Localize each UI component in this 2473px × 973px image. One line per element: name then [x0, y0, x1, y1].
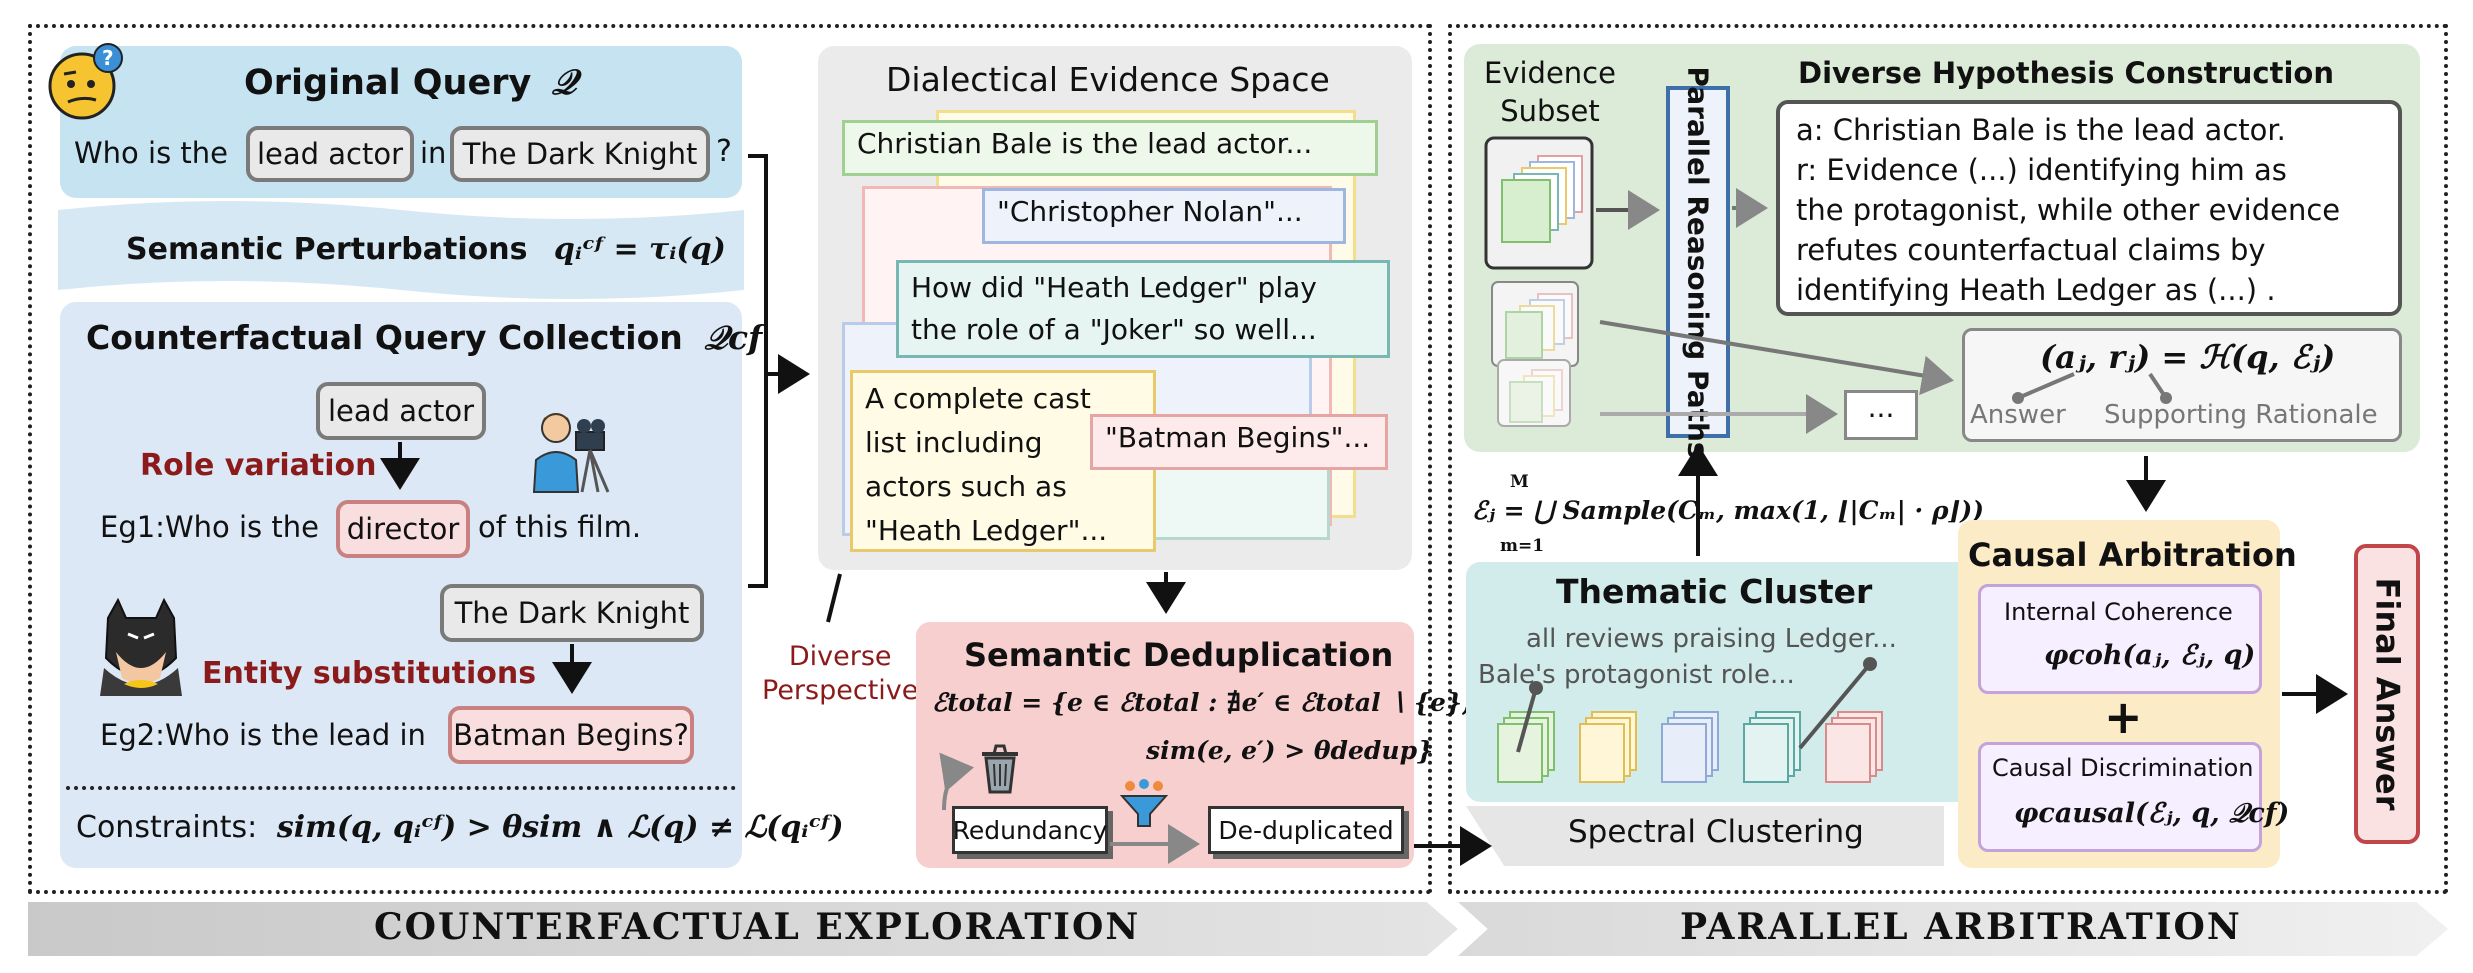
internal-coherence-box: [1978, 584, 2262, 694]
sample-formula-bottom: m=1: [1500, 536, 1545, 556]
hypothesis-formula: (aⱼ, rⱼ) = ℋ(q, ℰⱼ): [2040, 338, 2336, 376]
dedup-formula-line2: sim(e, e′) > θdedup}: [1146, 736, 1434, 765]
causal-discrimination-box: [1978, 742, 2262, 852]
eg2-prefix: Eg2:Who is the lead in: [100, 718, 426, 752]
internal-coherence-formula: φcoh(aⱼ, ℰⱼ, q): [2044, 640, 2256, 671]
card-line: "Heath Ledger"...: [865, 514, 1108, 547]
eg1-suffix: of this film.: [478, 510, 642, 544]
trash-icon: [974, 740, 1026, 796]
hypo-line: refutes counterfactual claims by: [1796, 233, 2266, 267]
banner-right-label: PARALLEL ARBITRATION: [1680, 906, 2242, 948]
causal-discrimination-formula: φcausal(ℰⱼ, q, 𝒬cf): [2014, 798, 2290, 829]
query-tag-dark-knight: The Dark Knight: [450, 126, 710, 182]
perturbation-label: Semantic Perturbations qᵢᶜᶠ = τᵢ(q): [126, 232, 726, 267]
banner-right: [1458, 902, 2448, 956]
final-answer-label-wrap: Final Answer: [2354, 544, 2420, 844]
causal-arbitration-title: Causal Arbitration: [1968, 536, 2297, 574]
perturbation-band: [58, 198, 744, 302]
diverse-perspective-label: Diverse Perspective: [762, 640, 918, 708]
hypothesis-title: Diverse Hypothesis Construction: [1798, 56, 2334, 90]
eg1-tag-director: director: [336, 500, 470, 558]
constraints-divider: [66, 786, 736, 790]
role-variation-label: Role variation: [140, 448, 377, 483]
card-line: A complete cast: [865, 382, 1091, 415]
collection-tag-dark-knight: The Dark Knight: [440, 584, 704, 642]
card-line: How did "Heath Ledger" play: [911, 271, 1317, 304]
deduplicated-chip: De-duplicated: [1208, 806, 1404, 854]
answer-label: Answer: [1970, 400, 2066, 430]
evidence-subset-label: Evidence Subset: [1484, 54, 1616, 130]
label-line: Subset: [1500, 94, 1600, 128]
right-section-frame: [1448, 24, 2448, 894]
evidence-card-bale: Christian Bale is the lead actor...: [842, 120, 1378, 176]
collection-tag-lead-actor: lead actor: [316, 382, 486, 440]
evidence-card-ledger-joker: How did "Heath Ledger" play the role of …: [896, 260, 1390, 358]
spectral-clustering-band: [1466, 806, 1944, 866]
card-line: the role of a "Joker" so well...: [911, 313, 1317, 346]
left-section-frame: [28, 24, 1432, 894]
hypo-line: r: Evidence (...) identifying him as: [1796, 153, 2287, 187]
query-tag-lead-actor: lead actor: [246, 126, 414, 182]
confused-face-icon: ?: [44, 40, 128, 124]
batman-icon: [94, 597, 188, 696]
dedup-formula-line1: ℰtotal = {e ∈ ℰtotal : ∄e′ ∈ ℰtotal ∖ {e…: [932, 688, 1471, 717]
card-line: actors such as: [865, 470, 1067, 503]
internal-coherence-label: Internal Coherence: [2004, 598, 2233, 626]
hypo-line: a: Christian Bale is the lead actor.: [1796, 113, 2286, 147]
cluster-document-icons: [1490, 700, 1970, 792]
evidence-subset-stacks: [1480, 134, 1640, 434]
collection-title: Counterfactual Query Collection 𝒬cf: [86, 318, 763, 357]
label-line: Diverse: [788, 641, 892, 672]
thematic-line2: Bale's protagonist role...: [1478, 660, 1795, 690]
constraints-row: Constraints: sim(q, qᵢᶜᶠ) > θsim ∧ ℒ(q) …: [76, 810, 844, 845]
thematic-line1: all reviews praising Ledger...: [1526, 624, 1897, 654]
banner-left: [28, 902, 1458, 956]
sample-formula: ℰⱼ = ⋃ Sample(Cₘ, max(1, ⌊|Cₘ| · ρ⌋)): [1472, 496, 1985, 525]
sample-formula-top: M: [1510, 472, 1529, 492]
final-answer-label: Final Answer: [2368, 577, 2407, 811]
entity-substitution-label: Entity substitutions: [202, 656, 537, 691]
filter-icon: [1118, 778, 1170, 830]
redundancy-chip: Redundancy: [952, 806, 1108, 854]
hypo-line: the protagonist, while other evidence: [1796, 193, 2341, 227]
banner-left-label: COUNTERFACTUAL EXPLORATION: [374, 906, 1141, 948]
svg-text:?: ?: [102, 46, 114, 70]
evidence-card-batman-begins: "Batman Begins"...: [1090, 414, 1388, 470]
label-line: Perspective: [762, 675, 919, 706]
causal-discrimination-label: Causal Discrimination: [1992, 754, 2254, 782]
plus-icon: +: [2104, 690, 2143, 744]
original-query-mark: ?: [716, 134, 732, 169]
label-line: Evidence: [1484, 56, 1616, 90]
original-query-prefix: Who is the: [74, 136, 228, 170]
hypothesis-text-box: a: Christian Bale is the lead actor. r: …: [1776, 100, 2402, 316]
final-answer-box: [2354, 544, 2420, 844]
parallel-paths-label: Parallel Reasoning Paths: [1666, 66, 1730, 458]
eg1-prefix: Eg1:Who is the: [100, 510, 319, 544]
cameraman-icon: [522, 404, 618, 496]
spectral-clustering-label: Spectral Clustering: [1568, 814, 1864, 850]
rationale-label: Supporting Rationale: [2104, 400, 2378, 430]
thematic-title: Thematic Cluster: [1556, 572, 1873, 611]
eg2-tag-batman-begins: Batman Begins?: [448, 706, 694, 764]
original-query-title: Original Query 𝒬: [244, 62, 577, 103]
label-text: Parallel Reasoning Paths: [1681, 65, 1715, 459]
dedup-title: Semantic Deduplication: [964, 636, 1394, 674]
original-query-in: in: [420, 136, 447, 170]
evidence-card-nolan: "Christopher Nolan"...: [982, 188, 1346, 244]
hypo-line: identifying Heath Ledger as (...) .: [1796, 273, 2276, 307]
more-paths-box: ···: [1844, 390, 1918, 440]
card-line: list including: [865, 426, 1043, 459]
evidence-space-title: Dialectical Evidence Space: [886, 60, 1330, 99]
